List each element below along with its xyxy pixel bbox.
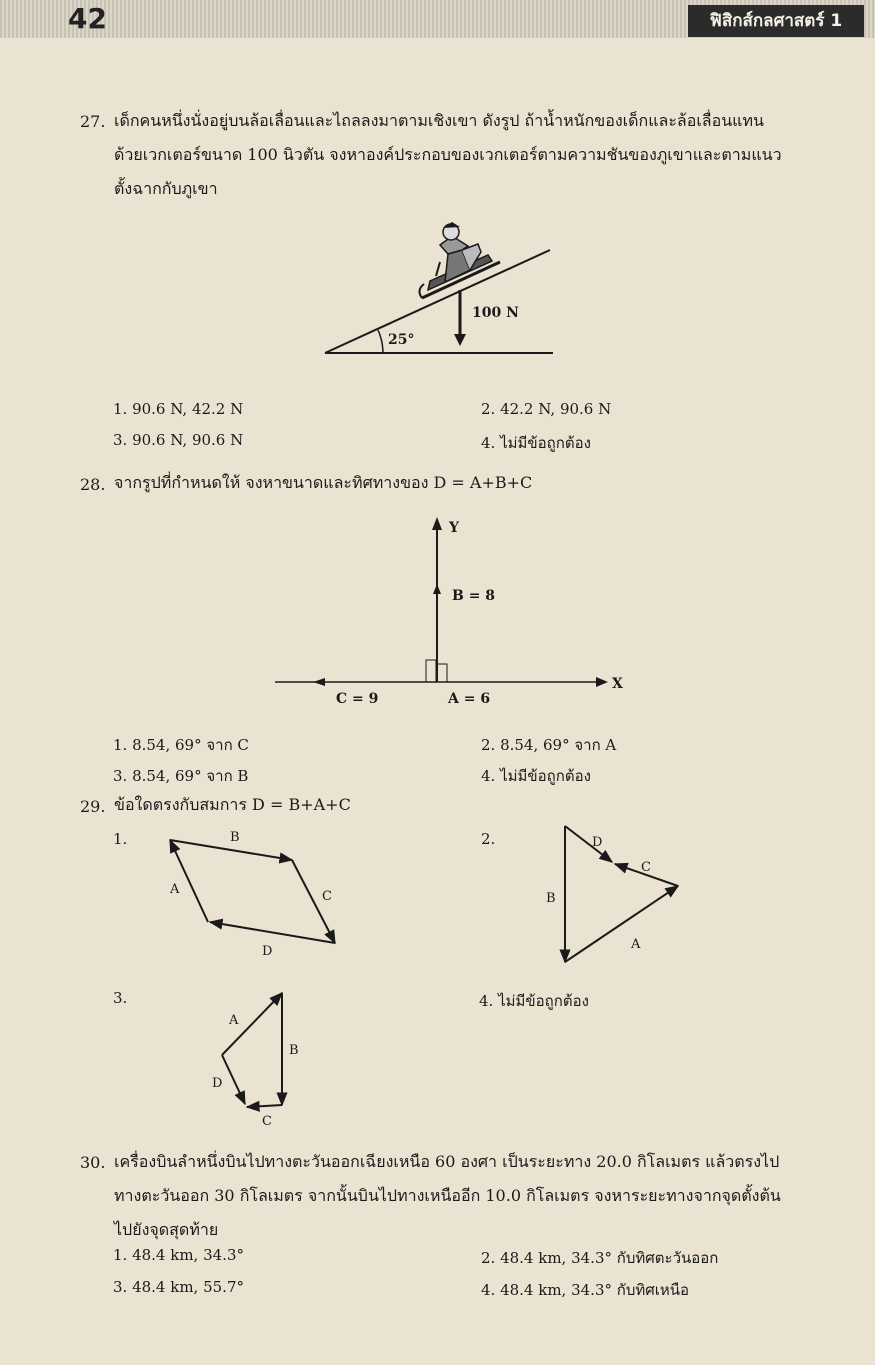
question-27-option-3[interactable]: 3. 90.6 N, 90.6 N	[113, 431, 244, 449]
weight-arrowhead	[454, 334, 466, 346]
choice-3-diagram	[221, 991, 288, 1112]
question-27-line: เด็กคนหนึ่งนั่งอยู่บนล้อเลื่อนและไถลลงมา…	[114, 111, 764, 130]
question-28-number: 28.	[80, 475, 106, 494]
choice-1-label-d: D	[262, 944, 272, 959]
choice-2-label-d: D	[592, 835, 602, 850]
question-30-option-1[interactable]: 1. 48.4 km, 34.3°	[113, 1246, 244, 1264]
incline-slope-line	[324, 249, 551, 354]
book-title: ฟิสิกส์กลศาสตร์ 1	[688, 5, 864, 37]
choice-3-label-a: A	[228, 1013, 239, 1028]
vector-c-arrowhead	[313, 678, 325, 686]
question-28-option-1[interactable]: 1. 8.54, 69° จาก C	[113, 736, 249, 754]
question-29-choice-1-label[interactable]: 1.	[113, 830, 128, 848]
question-27-option-1[interactable]: 1. 90.6 N, 42.2 N	[113, 400, 244, 418]
choice-1-label-a: A	[169, 882, 180, 897]
weight-label: 100 N	[472, 305, 519, 321]
question-27-option-4[interactable]: 4. ไม่มีข้อถูกต้อง	[481, 434, 591, 452]
vector-diagrams-figure: A B C D B D C A A B D C	[169, 825, 680, 1129]
right-angle-marker	[425, 659, 437, 683]
choice-3-label-d: D	[212, 1076, 222, 1091]
question-29-choice-2-label[interactable]: 2.	[481, 830, 496, 848]
question-30-line: ไปยังจุดสุดท้าย	[114, 1220, 219, 1239]
sled-incline-figure: 25° 100 N	[324, 222, 553, 354]
angle-arc	[377, 329, 384, 354]
y-axis-label: Y	[448, 520, 460, 536]
vector-a-label: A = 6	[447, 691, 490, 707]
choice-3-label-c: C	[262, 1114, 272, 1129]
choice-1-diagram	[169, 838, 336, 945]
x-axis-label: X	[612, 676, 623, 692]
vector-c-label: C = 9	[336, 691, 378, 707]
question-28-option-3[interactable]: 3. 8.54, 69° จาก B	[113, 767, 249, 785]
choice-2-label-a: A	[630, 937, 641, 952]
question-27-number: 27.	[80, 112, 106, 131]
x-axis-arrowhead	[596, 677, 608, 687]
question-27-option-2[interactable]: 2. 42.2 N, 90.6 N	[481, 400, 612, 418]
question-30-line: เครื่องบินลำหนึ่งบินไปทางตะวันออกเฉียงเห…	[114, 1152, 780, 1171]
choice-1-label-b: B	[230, 830, 240, 845]
question-29-choice-4-label[interactable]: 4. ไม่มีข้อถูกต้อง	[479, 992, 589, 1010]
y-axis-arrowhead	[432, 517, 442, 530]
sled-child-icon	[418, 222, 501, 300]
choice-2-diagram	[559, 825, 680, 964]
question-30-option-3[interactable]: 3. 48.4 km, 55.7°	[113, 1278, 244, 1296]
vector-b-label: B = 8	[452, 588, 495, 604]
question-30-line: ทางตะวันออก 30 กิโลเมตร จากนั้นบินไปทางเ…	[114, 1186, 781, 1205]
question-28-option-4[interactable]: 4. ไม่มีข้อถูกต้อง	[481, 767, 591, 785]
question-30-option-4[interactable]: 4. 48.4 km, 34.3° กับทิศเหนือ	[481, 1281, 690, 1299]
choice-3-label-b: B	[289, 1043, 299, 1058]
question-30-text: เครื่องบินลำหนึ่งบินไปทางตะวันออกเฉียงเห…	[114, 1145, 781, 1247]
choice-2-label-c: C	[641, 860, 651, 875]
question-29-choice-3-label[interactable]: 3.	[113, 989, 128, 1007]
question-30-number: 30.	[80, 1153, 106, 1172]
vector-axes-figure: X Y B = 8 C = 9 A = 6	[275, 517, 623, 707]
question-27-line: ตั้งฉากกับภูเขา	[114, 179, 218, 198]
question-29-number: 29.	[80, 797, 106, 816]
question-27-line: ด้วยเวกเตอร์ขนาด 100 นิวตัน จงหาองค์ประก…	[114, 145, 782, 164]
question-29-text: ข้อใดตรงกับสมการ D = B+A+C	[114, 795, 351, 814]
choice-2-label-b: B	[546, 891, 556, 906]
question-30-option-2[interactable]: 2. 48.4 km, 34.3° กับทิศตะวันออก	[481, 1249, 719, 1267]
angle-label: 25°	[388, 332, 414, 348]
vector-b-arrowhead	[433, 584, 441, 594]
question-28-option-2[interactable]: 2. 8.54, 69° จาก A	[481, 736, 617, 754]
page-number: 42	[68, 2, 107, 35]
question-27-text: เด็กคนหนึ่งนั่งอยู่บนล้อเลื่อนและไถลลงมา…	[114, 104, 782, 206]
question-28-text: จากรูปที่กำหนดให้ จงหาขนาดและทิศทางของ D…	[114, 473, 533, 492]
choice-1-label-c: C	[322, 889, 332, 904]
right-angle-marker	[436, 663, 448, 683]
